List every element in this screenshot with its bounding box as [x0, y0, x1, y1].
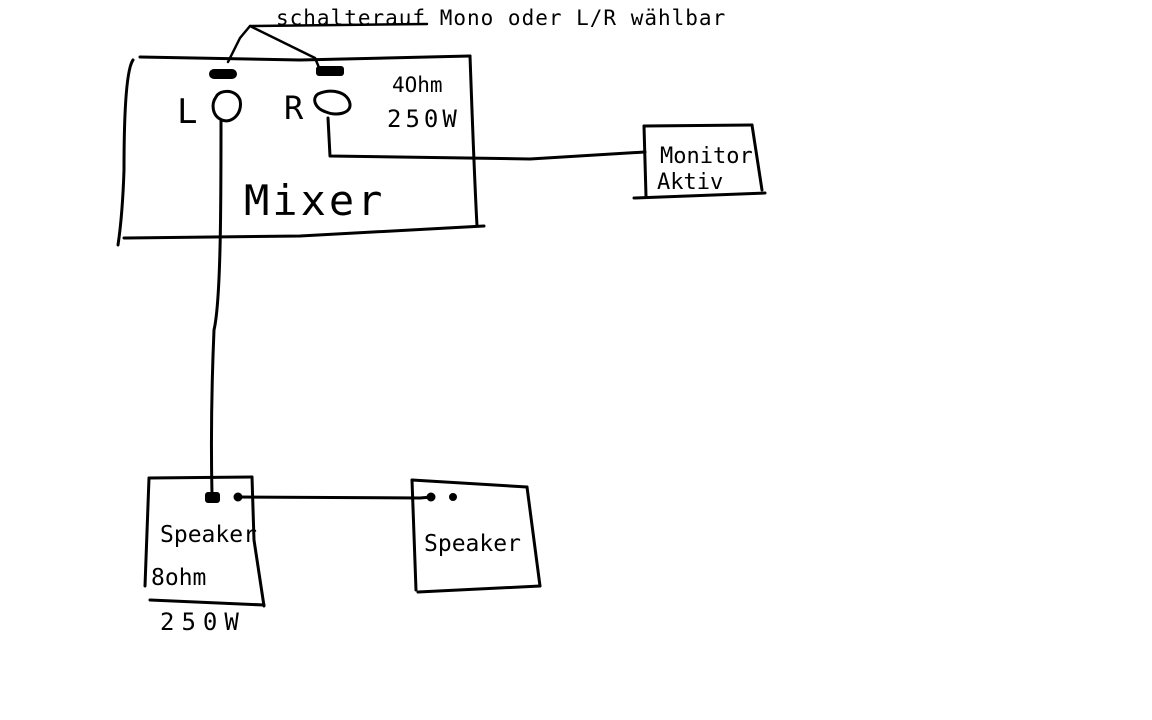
- monitor-line1: Monitor: [660, 144, 753, 169]
- mixer-box: [116, 54, 486, 247]
- monitor-box: [632, 123, 767, 200]
- switch-note: schalterauf Mono oder L/R wählbar: [276, 6, 726, 30]
- cable-speaker-link: [236, 495, 434, 500]
- mixer-power: 250W: [387, 105, 461, 133]
- speaker-main-label: Speaker: [160, 522, 257, 548]
- speaker-second-label: Speaker: [424, 531, 521, 557]
- speaker-second-terminal-icon: [426, 492, 436, 502]
- switch-left-icon: [209, 69, 237, 79]
- cable-left-to-speaker: [209, 118, 223, 497]
- mixer-label: Mixer: [244, 176, 385, 225]
- speaker-second-box: [410, 478, 542, 594]
- speaker-second-terminal-icon: [449, 493, 457, 501]
- monitor-line2: Aktiv: [657, 170, 723, 195]
- speaker-main-power: 250W: [160, 608, 246, 636]
- mixer-impedance: 4Ohm: [392, 73, 443, 97]
- jack-left-icon: [211, 89, 242, 123]
- switch-leader-lines: [226, 22, 429, 72]
- switch-right-icon: [316, 66, 344, 76]
- channel-left-label: L: [177, 92, 197, 132]
- speaker-main-impedance: 8ohm: [151, 565, 206, 591]
- jack-right-icon: [313, 89, 352, 116]
- speaker-main-terminal-icon: [205, 492, 220, 503]
- channel-right-label: R: [284, 89, 304, 127]
- cable-right-to-monitor: [326, 116, 647, 161]
